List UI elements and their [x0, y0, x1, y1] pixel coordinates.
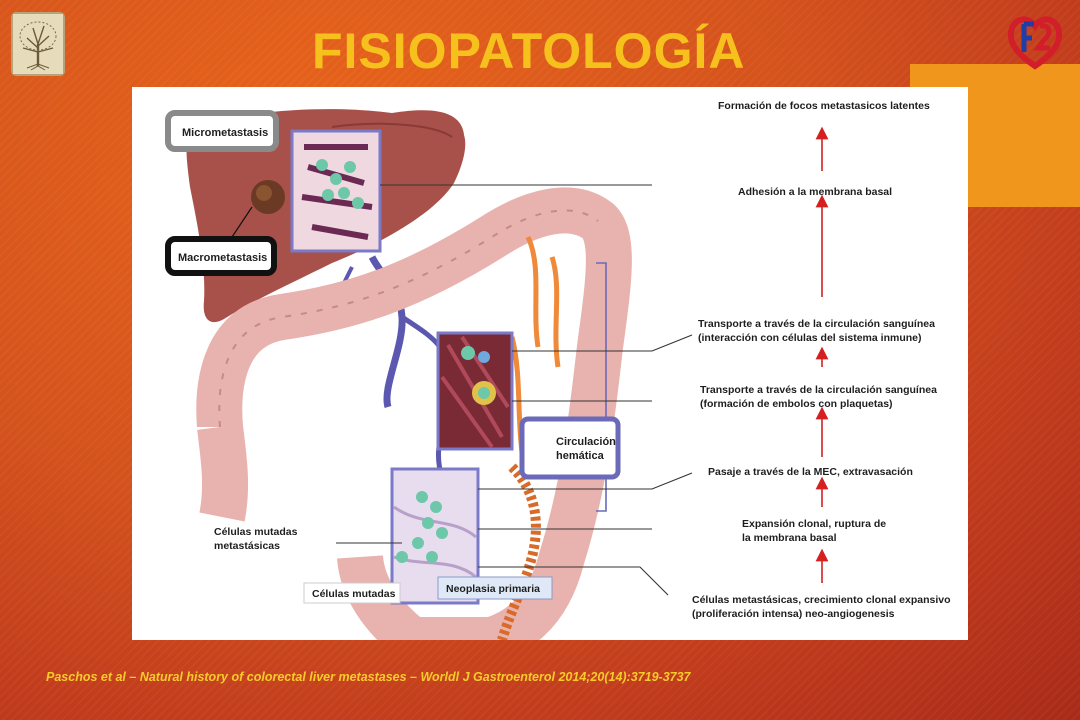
liver-zoom-box	[290, 129, 382, 253]
stage-label-3-line2: (interacción con células del sistema inm…	[698, 332, 921, 344]
mutated-metastatic-cells-label-line1: Células mutadas	[214, 526, 298, 538]
stage-label-1: Formación de focos metastasicos latentes	[718, 100, 930, 112]
vessel-zoom-box	[436, 331, 514, 451]
macrometastasis-box	[165, 236, 277, 276]
citation: Paschos et al – Natural history of color…	[46, 670, 691, 684]
heart-emblem-icon	[1004, 12, 1066, 70]
stage-label-4-line1: Transporte a través de la circulación sa…	[700, 384, 937, 396]
leader-lines	[336, 184, 693, 596]
circulation-box	[519, 416, 621, 480]
mutated-metastatic-cells-label-line2: metastásicas	[214, 540, 280, 552]
circulation-bracket	[596, 262, 607, 512]
page-title: FISIOPATOLOGÍA	[312, 23, 746, 79]
mutated-cells-label: Células mutadas	[312, 588, 396, 600]
micrometastasis-box	[165, 110, 279, 152]
stage-label-3-line1: Transporte a través de la circulación sa…	[698, 318, 935, 330]
macrometastasis-label: Macrometastasis	[178, 252, 267, 264]
stage-label-4-line2: (formación de embolos con plaquetas)	[700, 398, 893, 410]
circulation-label-line2: hemática	[556, 450, 605, 462]
primary-neoplasm-label: Neoplasia primaria	[446, 583, 540, 595]
stage-label-5: Pasaje a través de la MEC, extravasación	[708, 466, 913, 478]
stage-label-6-line1: Expansión clonal, ruptura de	[742, 518, 886, 530]
stage-label-7-line2: (proliferación intensa) neo-angiogenesis	[692, 608, 895, 620]
colon-illustration	[132, 187, 632, 640]
pathophysiology-diagram: Micrometastasis Macrometastasis Circulac…	[132, 87, 968, 640]
stage-label-2: Adhesión a la membrana basal	[738, 186, 892, 198]
mutated-cells-box	[303, 582, 401, 604]
tree-emblem-icon	[11, 12, 65, 76]
circulation-label-line1: Circulación	[556, 436, 616, 448]
micrometastasis-label: Micrometastasis	[182, 127, 268, 139]
stage-label-6-line2: la membrana basal	[742, 532, 837, 544]
stage-label-7-line1: Células metastásicas, crecimiento clonal…	[692, 594, 951, 606]
primary-neoplasm-box	[437, 576, 553, 600]
